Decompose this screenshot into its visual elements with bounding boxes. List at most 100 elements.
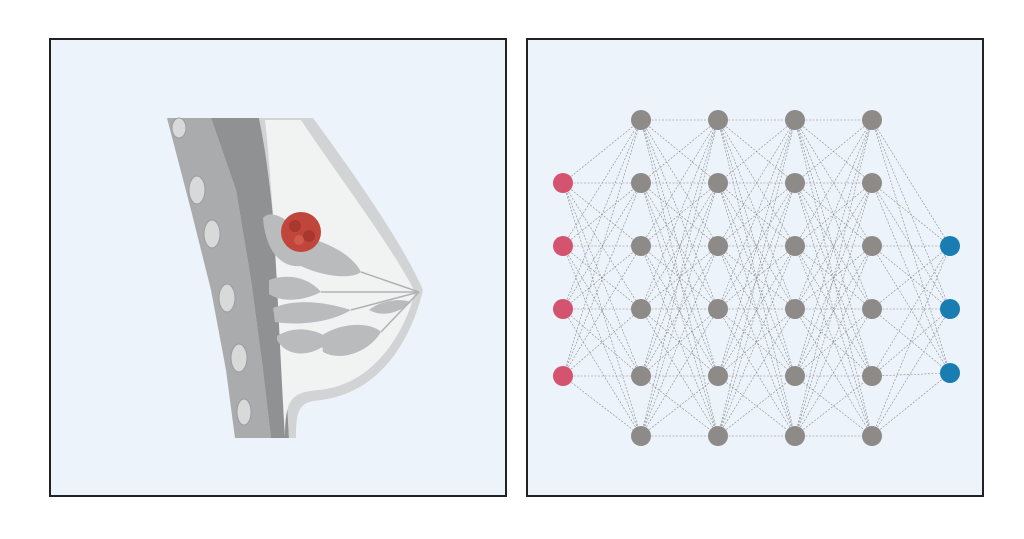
network-edge — [794, 182, 873, 377]
hidden-node — [708, 426, 728, 446]
output-node — [940, 299, 960, 319]
network-edge — [871, 182, 951, 374]
network-edge — [717, 119, 796, 247]
hidden-node — [862, 426, 882, 446]
network-edge — [562, 308, 642, 437]
network-edge — [794, 308, 873, 437]
network-edge — [562, 245, 642, 437]
network-edge — [562, 182, 642, 310]
network-edge — [794, 245, 873, 437]
hidden-node — [708, 110, 728, 130]
network-edge — [717, 182, 796, 310]
fatty-tissue — [265, 120, 415, 438]
hidden-node — [785, 366, 805, 386]
hidden-node — [785, 173, 805, 193]
network-edge — [562, 245, 642, 377]
output-node — [940, 363, 960, 383]
network-edge — [794, 182, 873, 377]
network-edge — [871, 119, 951, 374]
ribs — [171, 117, 252, 426]
hidden-node — [708, 236, 728, 256]
network-nodes — [553, 110, 960, 446]
input-node — [553, 236, 573, 256]
tumor — [281, 212, 321, 252]
input-node — [553, 366, 573, 386]
network-edge — [871, 308, 951, 437]
network-edge — [717, 119, 796, 377]
network-edge — [562, 308, 642, 377]
breast-cross-section-illustration — [51, 40, 505, 495]
network-edge — [640, 245, 719, 377]
network-edge — [562, 119, 642, 377]
hidden-node — [708, 173, 728, 193]
network-edge — [871, 182, 951, 247]
network-edge — [562, 245, 642, 310]
network-edge — [717, 375, 796, 437]
network-edge — [640, 182, 719, 377]
network-edge — [640, 308, 719, 377]
hidden-node — [708, 299, 728, 319]
network-edge — [871, 245, 951, 310]
network-edge — [640, 182, 719, 377]
network-edge — [717, 182, 796, 377]
network-edge — [871, 308, 951, 377]
network-edge — [562, 119, 642, 310]
network-edge — [871, 119, 951, 247]
network-edge — [717, 308, 796, 437]
hidden-node — [631, 366, 651, 386]
network-edges — [562, 119, 951, 437]
ducts — [321, 271, 420, 333]
neural-network-panel — [526, 38, 984, 497]
hidden-node — [785, 299, 805, 319]
network-edge — [717, 119, 796, 184]
network-edge — [717, 375, 796, 437]
network-edge — [640, 245, 719, 437]
network-edge — [717, 119, 796, 310]
network-edge — [871, 372, 951, 377]
hidden-node — [708, 366, 728, 386]
input-node — [553, 299, 573, 319]
network-edge — [640, 375, 719, 437]
network-edge — [562, 375, 642, 437]
network-edge — [717, 182, 796, 377]
network-edge — [562, 119, 642, 184]
network-edge — [640, 119, 719, 310]
network-edge — [794, 119, 873, 247]
network-edge — [640, 119, 719, 437]
network-edge — [717, 245, 796, 377]
network-edge — [871, 372, 951, 437]
network-edge — [794, 245, 873, 377]
network-edge — [640, 119, 719, 377]
network-edge — [640, 182, 719, 310]
hidden-node — [631, 110, 651, 130]
hidden-node — [862, 173, 882, 193]
network-edge — [562, 182, 642, 377]
network-edge — [794, 182, 873, 310]
network-edge — [794, 375, 873, 437]
network-edge — [562, 308, 642, 377]
network-edge — [794, 245, 873, 377]
network-edge — [640, 119, 719, 184]
input-node — [553, 173, 573, 193]
network-edge — [717, 245, 796, 310]
network-edge — [717, 245, 796, 437]
hidden-node — [631, 236, 651, 256]
network-edge — [717, 245, 796, 377]
network-edge — [640, 308, 719, 377]
network-edge — [871, 245, 951, 377]
muscle-layer — [211, 118, 289, 438]
network-edge — [717, 119, 796, 437]
network-edge — [717, 308, 796, 377]
output-node — [940, 236, 960, 256]
network-edge — [717, 308, 796, 377]
hidden-node — [785, 426, 805, 446]
hidden-node — [631, 173, 651, 193]
network-edge — [794, 308, 873, 377]
hidden-node — [785, 236, 805, 256]
network-edge — [562, 182, 642, 437]
network-edge — [794, 375, 873, 437]
hidden-node — [862, 236, 882, 256]
hidden-node — [862, 110, 882, 130]
hidden-node — [862, 366, 882, 386]
network-edge — [640, 375, 719, 437]
